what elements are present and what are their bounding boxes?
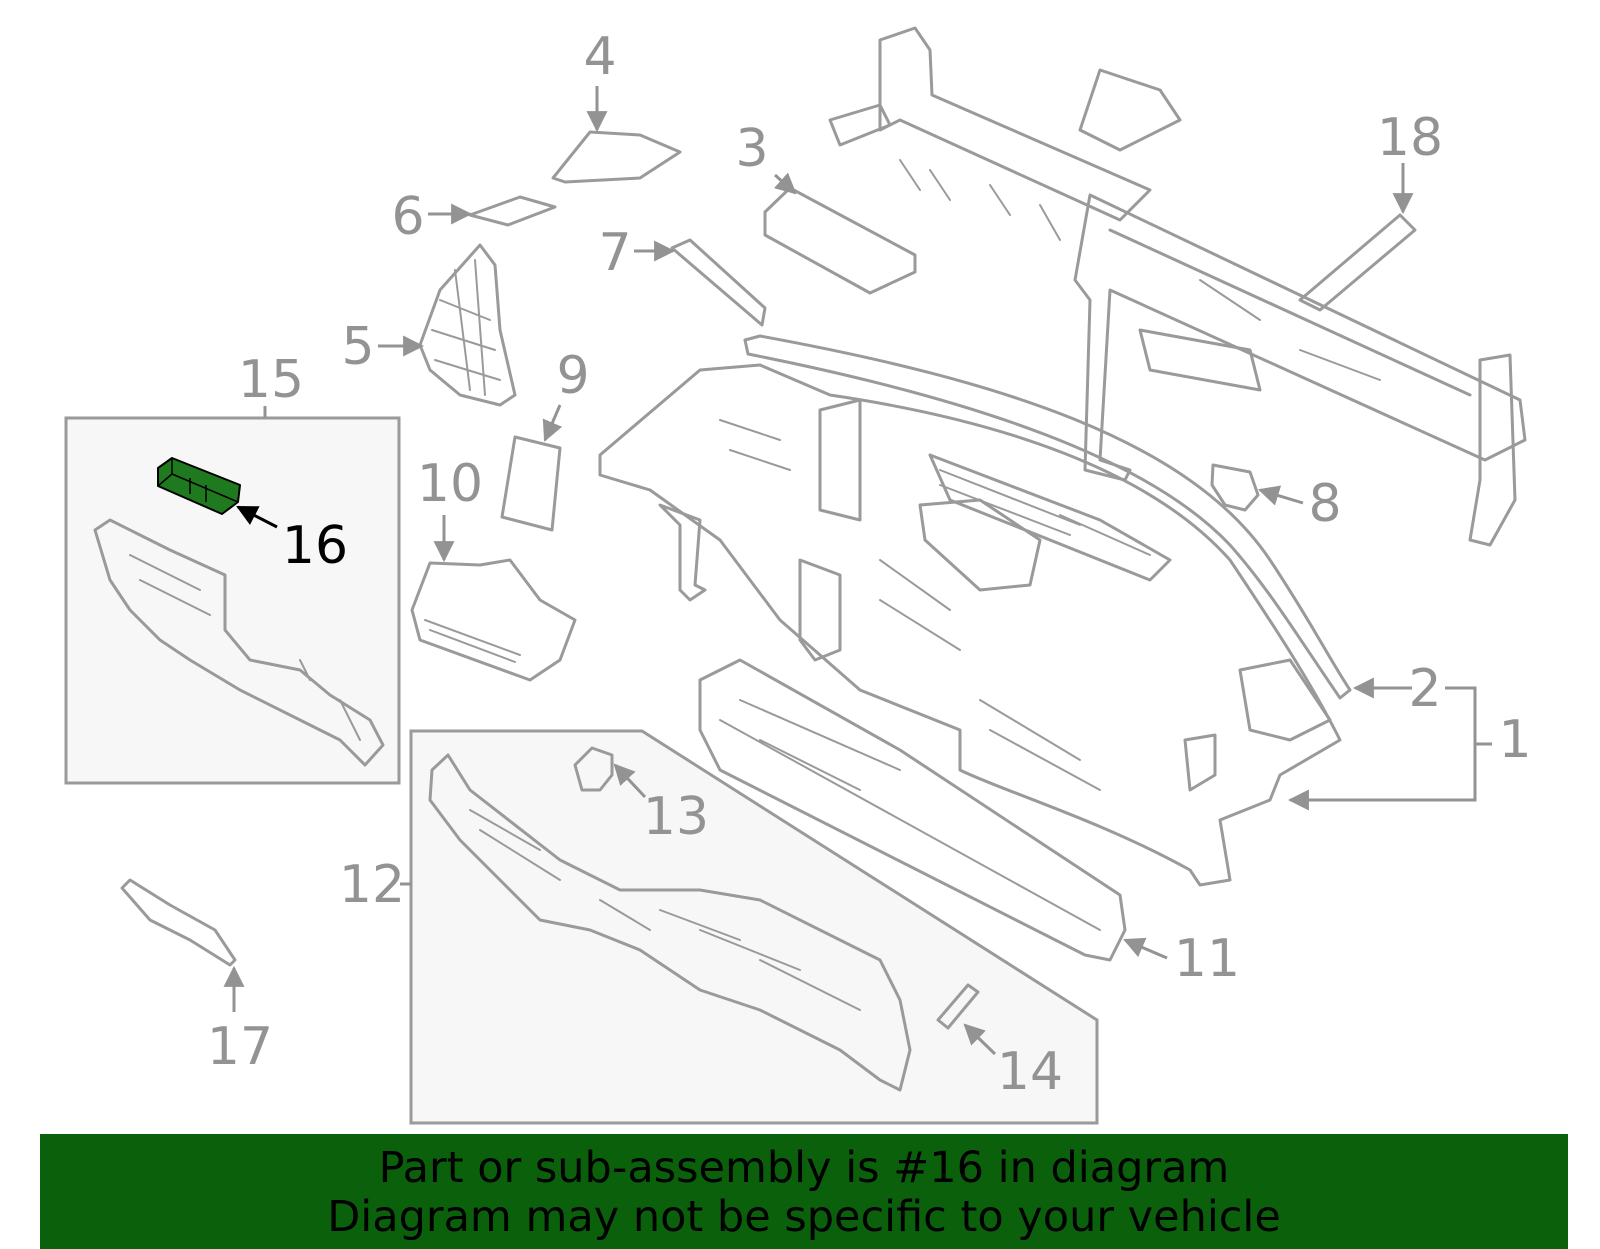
part-14 [936,983,980,1030]
footer-line-2: Diagram may not be specific to your vehi… [327,1192,1281,1242]
callout-10: 10 [417,454,483,514]
part-11 [698,658,1127,962]
callout-2: 2 [1408,659,1441,719]
callout-5: 5 [341,317,374,377]
callout-11: 11 [1174,929,1240,989]
box-15 [64,416,401,785]
callout-1: 1 [1498,710,1531,770]
part-7 [670,238,767,327]
part-6 [468,195,557,227]
callout-6: 6 [391,187,424,247]
footer-line-1: Part or sub-assembly is #16 in diagram [378,1143,1230,1193]
callout-12: 12 [339,855,405,915]
part-3 [763,186,917,295]
callout-7: 7 [598,223,631,283]
callout-9: 9 [556,346,589,406]
part-15-knee-panel [93,518,385,767]
leader-14 [963,1023,997,1056]
callout-13: 13 [643,787,709,847]
callout-8: 8 [1308,474,1341,534]
part-5 [418,243,517,407]
part-8 [1210,463,1260,512]
box-12 [409,729,1099,1125]
leader-13 [613,763,647,799]
part-9 [500,435,562,532]
footer-banner: Part or sub-assembly is #16 in diagram D… [40,1134,1568,1249]
part-12-lower-panel [428,753,912,1092]
leader-16 [236,505,278,529]
leader-8 [1257,485,1304,506]
part-10 [410,558,577,682]
callout-4: 4 [583,27,616,87]
leader-3 [773,172,797,195]
part-17 [120,878,237,967]
callout-14: 14 [997,1042,1063,1102]
part-2-dash-trim [743,334,1352,700]
callout-3: 3 [735,119,768,179]
leader-9 [542,404,563,442]
callout-17: 17 [207,1017,273,1077]
part-16-highlighted [157,457,241,515]
part-4 [551,130,682,184]
part-5-grille [431,259,501,396]
callout-16: 16 [282,516,348,576]
part-10-vent [424,619,521,663]
bracket-1 [1445,686,1492,802]
leader-11 [1123,937,1168,960]
callout-18: 18 [1377,108,1443,168]
part-13 [573,746,614,792]
part-11-detail [719,699,1101,931]
callout-15: 15 [238,350,304,410]
part-1-dashboard [598,363,1342,887]
part-18-cross-car-beam [828,26,1527,547]
